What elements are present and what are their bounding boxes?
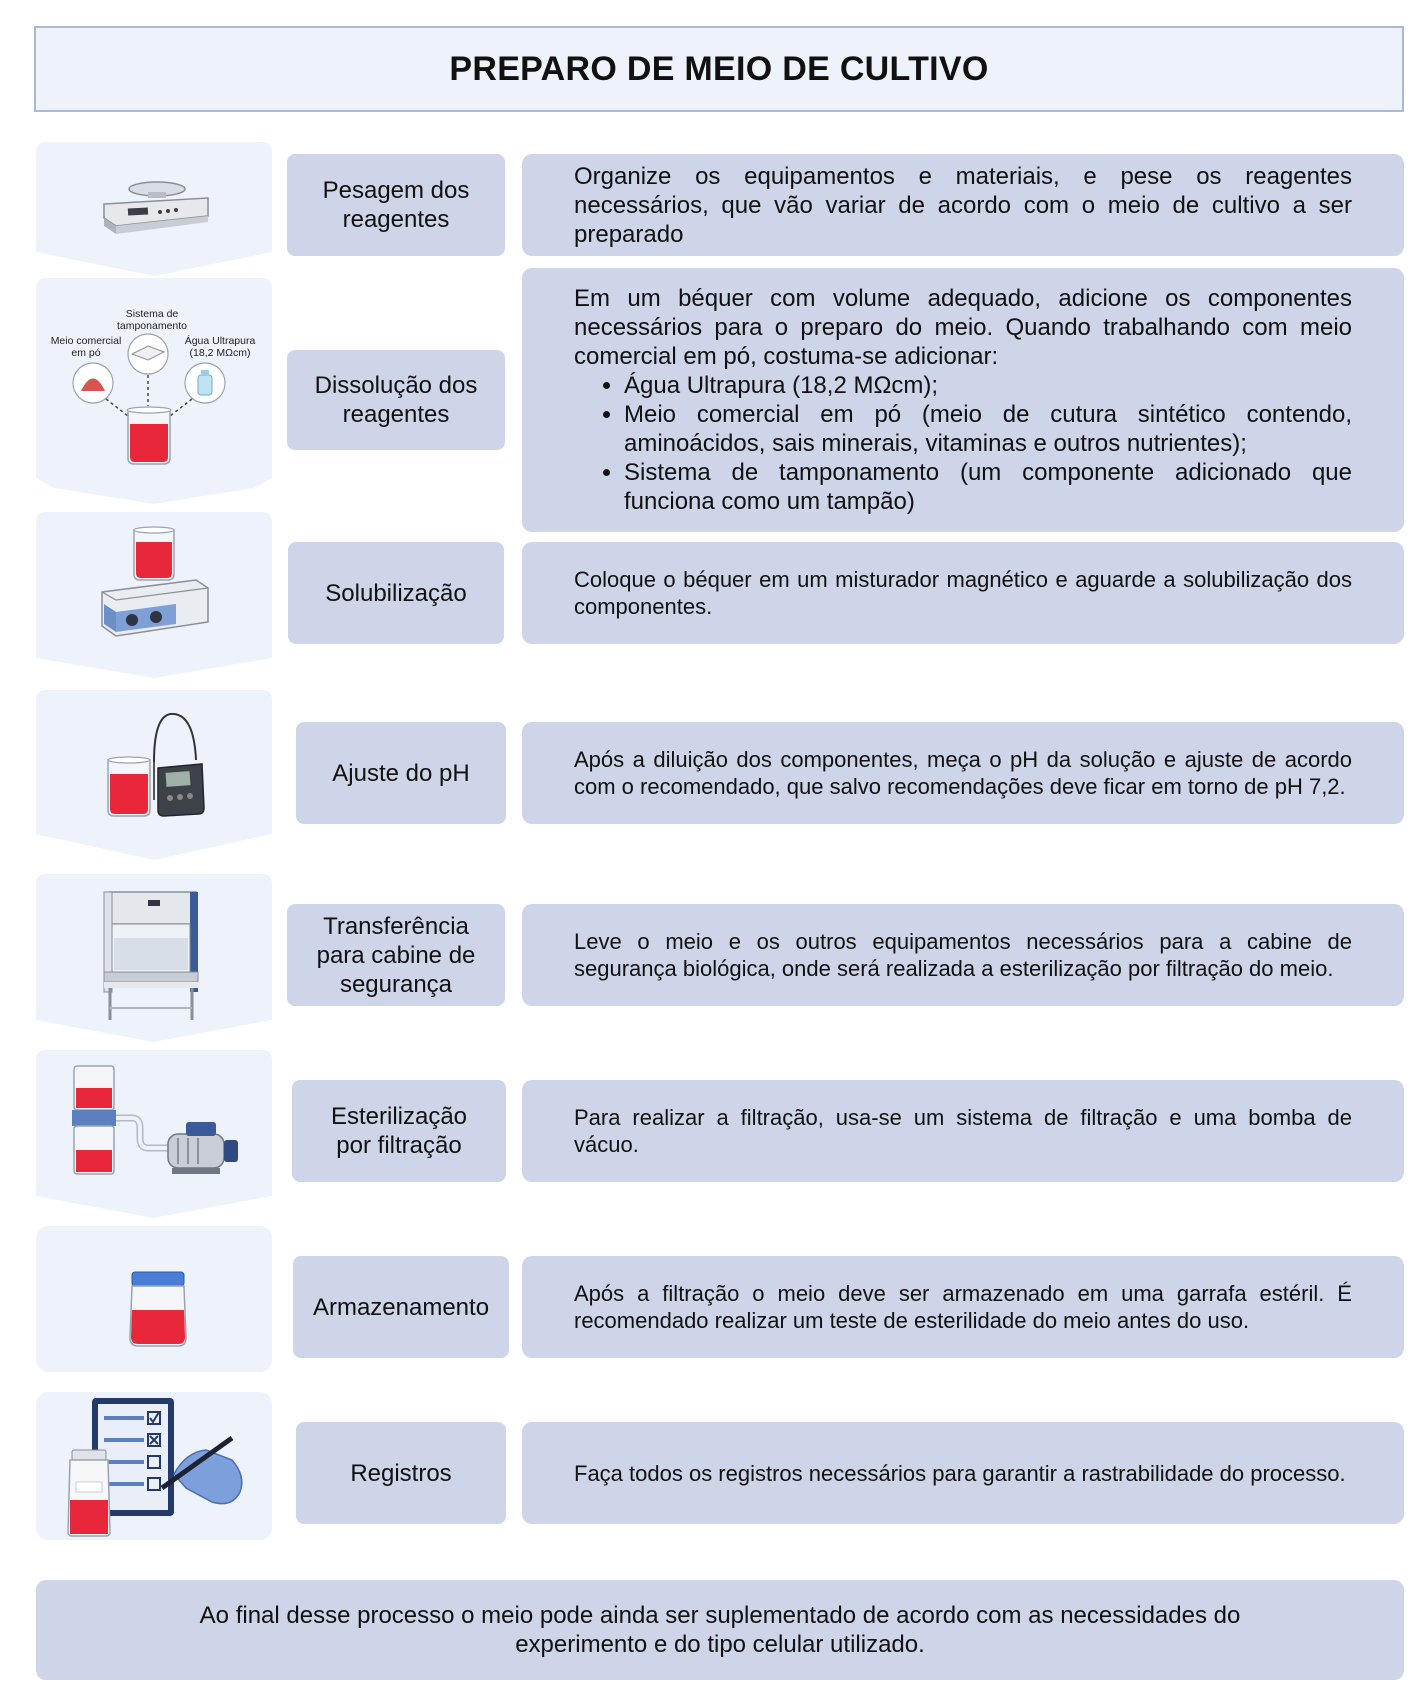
step-6-text: Para realizar a filtração, usa-se um sis…: [574, 1105, 1352, 1157]
step-4-text: Após a diluição dos componentes, meça o …: [574, 747, 1352, 799]
step-2-bullet: Meio comercial em pó (meio de cutura sin…: [624, 400, 1352, 458]
step-2-bullet: Sistema de tamponamento (um componente a…: [624, 458, 1352, 516]
biosafety-cabinet-icon: [103, 891, 199, 1020]
step-1-description: Organize os equipamentos e materiais, e …: [522, 154, 1404, 256]
step-8-icon-card: [36, 1392, 272, 1540]
step-7-label: Armazenamento: [293, 1256, 509, 1358]
step-8-text: Faça todos os registros necessários para…: [574, 1460, 1346, 1486]
step-2-bullet: Água Ultrapura (18,2 MΩcm);: [624, 371, 1352, 400]
buffer-label-line1: Sistema de: [126, 308, 179, 320]
step-4-label: Ajuste do pH: [296, 722, 506, 824]
water-label: Água Ultrapura(18,2 MΩcm): [185, 334, 256, 359]
step-4-icon-card: [36, 690, 272, 860]
step-2-text: Em um béquer com volume adequado, adicio…: [574, 285, 1352, 370]
step-5-description: Leve o meio e os outros equipamentos nec…: [522, 904, 1404, 1006]
step-6-label: Esterilização por filtração: [292, 1080, 506, 1182]
step-5-icon-card: [36, 874, 272, 1042]
medium-label-line1: Meio comercial: [51, 335, 122, 347]
storage-bottle-icon: [129, 1271, 187, 1347]
page-title: PREPARO DE MEIO DE CULTIVO: [449, 49, 989, 88]
step-8-description: Faça todos os registros necessários para…: [522, 1422, 1404, 1524]
magnetic-stirrer-icon: [101, 526, 209, 637]
buffer-label-line2: tamponamento: [117, 320, 187, 332]
step-3-text: Coloque o béquer em um misturador magnét…: [574, 567, 1352, 619]
checklist-icon: [67, 1398, 243, 1537]
step-3-description: Coloque o béquer em um misturador magnét…: [522, 542, 1404, 644]
step-5-label: Transferência para cabine de segurança: [287, 904, 505, 1006]
step-2-bullet-list: Água Ultrapura (18,2 MΩcm); Meio comerci…: [574, 371, 1352, 516]
step-7-text: Após a filtração o meio deve ser armazen…: [574, 1281, 1352, 1333]
step-2-description: Em um béquer com volume adequado, adicio…: [522, 268, 1404, 532]
ph-meter-icon: [107, 712, 205, 817]
water-label-line2: (18,2 MΩcm): [190, 347, 251, 359]
footer-note: Ao final desse processo o meio pode aind…: [36, 1580, 1404, 1680]
step-3-label: Solubilização: [288, 542, 504, 644]
medium-label-line2: em pó: [71, 347, 100, 359]
step-8-label: Registros: [296, 1422, 506, 1524]
vacuum-filtration-icon: [72, 1065, 238, 1175]
step-1-text: Organize os equipamentos e materiais, e …: [574, 162, 1352, 248]
balance-icon: [103, 181, 209, 234]
title-banner: PREPARO DE MEIO DE CULTIVO: [34, 26, 1404, 112]
step-7-icon-card: [36, 1226, 272, 1372]
step-1-icon-card: [36, 142, 272, 276]
step-7-description: Após a filtração o meio deve ser armazen…: [522, 1256, 1404, 1358]
water-label-line1: Água Ultrapura: [185, 334, 256, 347]
step-2-label: Dissolução dos reagentes: [287, 350, 505, 450]
step-4-description: Após a diluição dos componentes, meça o …: [522, 722, 1404, 824]
step-1-label: Pesagem dos reagentes: [287, 154, 505, 256]
step-5-text: Leve o meio e os outros equipamentos nec…: [574, 929, 1352, 981]
step-3-icon-card: [36, 512, 272, 678]
step-6-description: Para realizar a filtração, usa-se um sis…: [522, 1080, 1404, 1182]
step-6-icon-card: [36, 1050, 272, 1218]
